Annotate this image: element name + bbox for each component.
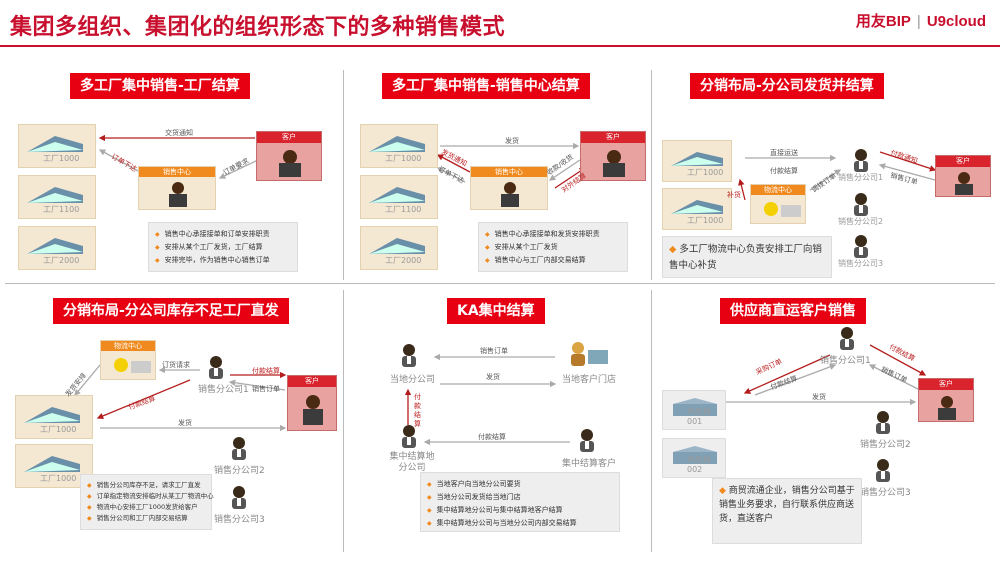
brand-logo: 用友BIP|U9cloud bbox=[855, 13, 986, 30]
branch-label: 销售分公司3 bbox=[860, 488, 911, 498]
arrow-label: 交货通知 bbox=[165, 129, 193, 137]
arrow-label: 订货请求 bbox=[162, 361, 190, 369]
arrow-label: 付款结算 bbox=[414, 393, 421, 428]
customer-box: 客户 bbox=[935, 155, 991, 197]
arrow-label: 发货 bbox=[486, 373, 500, 381]
branch-label: 销售分公司2 bbox=[838, 217, 884, 226]
arrow-label: 收款/收货 bbox=[545, 153, 575, 177]
arrow-label: 销售订单 bbox=[480, 347, 508, 355]
arrow-label: 发货 bbox=[505, 137, 519, 145]
branch-label: 销售分公司1 bbox=[838, 173, 884, 182]
factory-1000: 工厂1000 bbox=[360, 124, 438, 168]
node-label: 当地客户门店 bbox=[562, 375, 617, 385]
branch-label: 销售分公司3 bbox=[838, 259, 884, 268]
divider bbox=[343, 290, 344, 552]
node-label: 当地分公司 bbox=[390, 375, 436, 385]
arrow-label: 付款结算 bbox=[887, 342, 917, 364]
arrow-label: 发货 bbox=[812, 393, 826, 401]
logistics-center: 物流中心 bbox=[100, 340, 156, 380]
branch-label: 销售分公司3 bbox=[214, 515, 265, 525]
logistics-center: 物流中心 bbox=[750, 184, 806, 224]
panel5-title: KA集中结算 bbox=[447, 298, 545, 324]
factory-2000: 工厂2000 bbox=[18, 226, 96, 270]
node-label: 集中结算地分公司 bbox=[389, 452, 435, 473]
panel3-note: ◆ 多工厂物流中心负责安排工厂向销售中心补货 bbox=[662, 236, 832, 278]
store-icon bbox=[566, 340, 610, 366]
sales-center: 销售中心 bbox=[470, 166, 548, 210]
divider bbox=[5, 283, 995, 284]
divider bbox=[343, 70, 344, 280]
page-title: 集团多组织、集团化的组织形态下的多种销售模式 bbox=[10, 15, 506, 40]
factory-2000: 工厂2000 bbox=[360, 226, 438, 270]
factory-1000: 工厂1000 bbox=[662, 188, 732, 230]
panel2-title: 多工厂集中销售-销售中心结算 bbox=[382, 73, 590, 99]
arrow-label: 补货 bbox=[727, 191, 741, 199]
person-icon bbox=[396, 424, 422, 450]
arrow-label: 调拨订单 bbox=[810, 171, 838, 195]
divider bbox=[651, 290, 652, 552]
arrow-label: 销售订单 bbox=[889, 171, 919, 187]
branch-label: 销售分公司1 bbox=[820, 356, 871, 366]
panel4-notes: 销售分公司库存不足，请求工厂直发订单指定物流安排临时从某工厂物流中心物流中心安排… bbox=[80, 474, 214, 530]
panel3-title: 分销布局-分公司发货并结算 bbox=[690, 73, 884, 99]
person-icon bbox=[226, 436, 252, 462]
customer-box: 客户 bbox=[287, 375, 337, 431]
arrow-label: 订单要求 bbox=[221, 156, 251, 178]
branch-label: 销售分公司2 bbox=[860, 440, 911, 450]
panel5-notes: 当地客户向当地分公司要货当地分公司发货给当地门店集中结算地分公司与集中结算地客户… bbox=[420, 472, 620, 532]
panel6-title: 供应商直运客户销售 bbox=[720, 298, 866, 324]
arrow-label: 付款结算 bbox=[478, 433, 506, 441]
divider bbox=[651, 70, 652, 280]
branch-label: 销售分公司2 bbox=[214, 466, 265, 476]
person-icon bbox=[226, 485, 252, 511]
person-icon bbox=[574, 428, 600, 454]
customer-box: 客户 bbox=[256, 131, 322, 181]
supplier-001: 供应商001 bbox=[662, 390, 726, 430]
sales-center: 销售中心 bbox=[138, 166, 216, 210]
person-icon bbox=[834, 326, 860, 352]
panel6-note: ◆ 商贸流通企业，销售分公司基于销售业务要求，自行联系供应商送货，直送客户 bbox=[712, 478, 862, 544]
factory-1000: 工厂1000 bbox=[18, 124, 96, 168]
person-icon bbox=[870, 458, 896, 484]
arrow-label: 采购订单 bbox=[754, 357, 784, 377]
arrow-label: 订单下达 bbox=[109, 152, 139, 174]
factory-1000: 工厂1000 bbox=[662, 140, 732, 182]
arrow-label: 销售订单 bbox=[252, 385, 280, 393]
customer-box: 客户 bbox=[918, 378, 974, 422]
node-label: 集中结算客户 bbox=[562, 459, 617, 469]
logo-product: U9cloud bbox=[926, 13, 986, 30]
person-icon bbox=[848, 234, 874, 260]
arrow-label: 付款结算 bbox=[770, 167, 798, 175]
person-icon bbox=[203, 355, 229, 381]
arrow-label: 直接运送 bbox=[770, 149, 798, 157]
factory-1000: 工厂1000 bbox=[15, 395, 93, 439]
arrow-label: 发货 bbox=[178, 419, 192, 427]
supplier-002: 供应商002 bbox=[662, 438, 726, 478]
person-icon bbox=[396, 343, 422, 369]
panel2-notes: 销售中心承接接单和发货安排职责安排从某个工厂发货销售中心与工厂内部交易结算 bbox=[478, 222, 628, 272]
panel4-title: 分销布局-分公司库存不足工厂直发 bbox=[53, 298, 289, 324]
person-icon bbox=[848, 148, 874, 174]
panel1-notes: 销售中心承接接单和订单安排职责安排从某个工厂发货，工厂结算安排完毕，作为销售中心… bbox=[148, 222, 298, 272]
panel1-title: 多工厂集中销售-工厂结算 bbox=[70, 73, 250, 99]
factory-1100: 工厂1100 bbox=[18, 175, 96, 219]
factory-1100: 工厂1100 bbox=[360, 175, 438, 219]
logo-brand: 用友BIP bbox=[855, 13, 911, 30]
branch-label: 销售分公司1 bbox=[198, 385, 249, 395]
person-icon bbox=[870, 410, 896, 436]
arrow-label: 付款结算 bbox=[127, 394, 157, 412]
title-underline bbox=[0, 45, 1000, 47]
arrow-label: 付款通知 bbox=[889, 148, 919, 166]
arrow-label: 付款结算 bbox=[252, 367, 280, 375]
customer-box: 客户 bbox=[580, 131, 646, 181]
arrow-label: 销售订单 bbox=[879, 365, 909, 385]
arrow-label: 付款结算 bbox=[769, 374, 799, 392]
person-icon bbox=[848, 192, 874, 218]
